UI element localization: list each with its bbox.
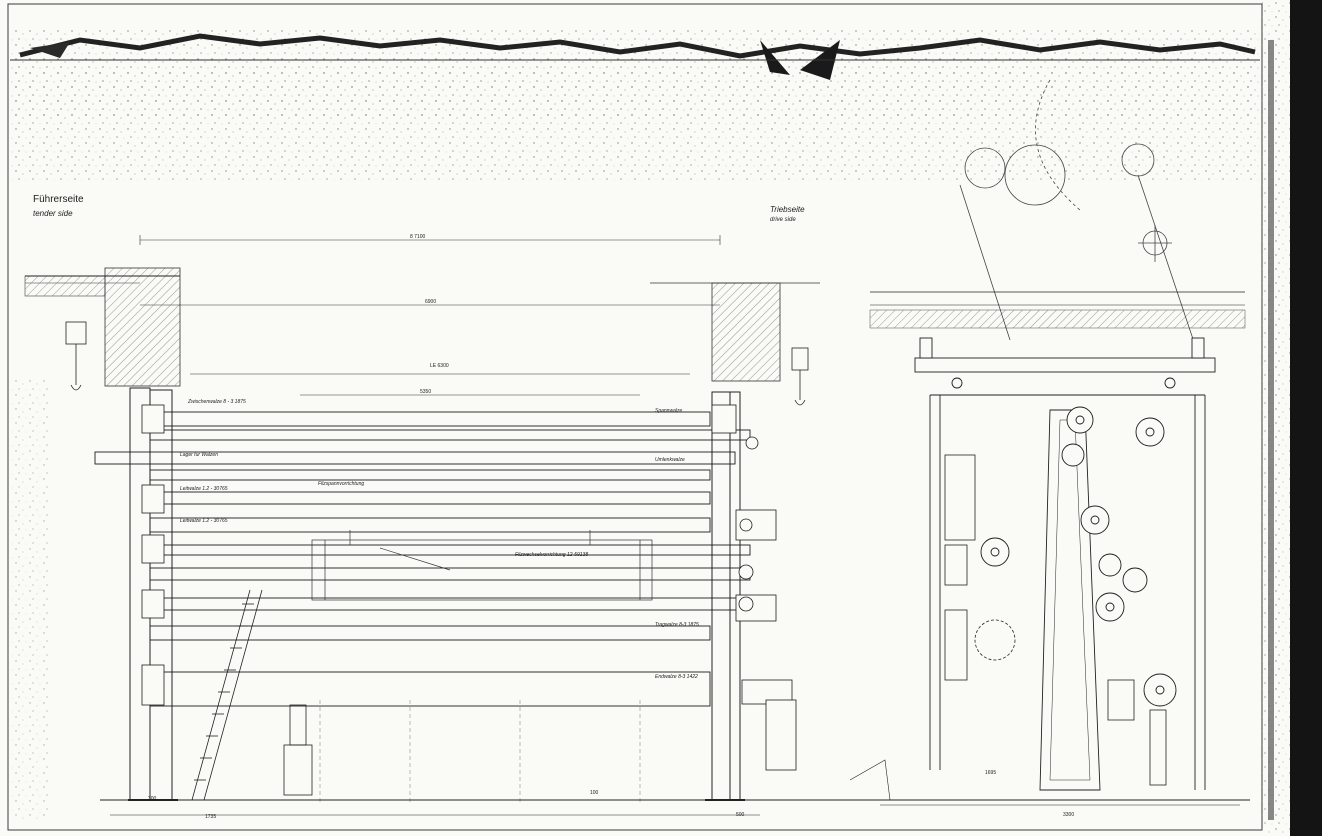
dim-le-span: LE 6300	[430, 363, 449, 369]
drive-side-title: Triebseite	[770, 205, 805, 214]
callout-3: Leitwalze 1.2 - 30765	[180, 486, 228, 492]
side-view-floor	[849, 759, 1250, 806]
drive-side-subtitle: drive side	[770, 217, 796, 223]
dim-upper-span: 6900	[425, 299, 437, 305]
left-edge-noise	[10, 380, 50, 820]
callout-6: Filzspannvorrichtung	[318, 481, 365, 487]
callout-7: Umlenkwalze	[655, 457, 685, 463]
right-foundation	[650, 282, 820, 382]
dim-1695: 1695	[985, 770, 997, 776]
hoist-hook-right	[791, 347, 809, 406]
hoist-hook-left	[65, 321, 87, 391]
dim-overall: 8 7100	[410, 234, 426, 240]
side-view-drive-unit	[944, 454, 1167, 786]
left-foundation	[24, 267, 181, 387]
callout-9: Tragwalze 8-3 1875	[655, 622, 699, 628]
callout-5: Spannwalze	[655, 408, 683, 414]
ladder	[191, 589, 263, 801]
callout-8: Filzwechselvorrichtung 12-59138	[515, 552, 589, 558]
dim-1735: 1735	[205, 814, 217, 820]
dim-100: 100	[590, 790, 599, 796]
dim-500: 500	[736, 812, 745, 818]
hydraulic-jack	[283, 704, 313, 796]
felt-changing-device	[311, 530, 653, 601]
callout-4: Leitwalze 1.2 - 30765	[180, 518, 228, 524]
callout-10: Endwalze 8-3 1422	[655, 674, 698, 680]
callout-1: Zwischenwalze 8 - 3 1875	[188, 399, 246, 405]
callout-2: Lager für Walzen	[180, 452, 218, 458]
vertical-reference-lines	[319, 700, 641, 805]
bearings-left	[141, 404, 165, 706]
drive-wheels-sketch	[959, 79, 1201, 361]
scan-dark-edge	[1262, 0, 1322, 836]
dim-inner-span: 5350	[420, 389, 432, 395]
dim-300: 300	[148, 796, 157, 802]
side-view-rolls	[951, 377, 1177, 707]
side-view-top-beam	[869, 291, 1246, 373]
floor-line	[100, 799, 850, 816]
bearings-right	[711, 404, 797, 771]
dim-3300: 3300	[1063, 812, 1075, 818]
operator-side-subtitle: tender side	[33, 209, 73, 218]
top-noise-band	[10, 30, 1260, 180]
operator-side-title: Führerseite	[33, 194, 84, 205]
